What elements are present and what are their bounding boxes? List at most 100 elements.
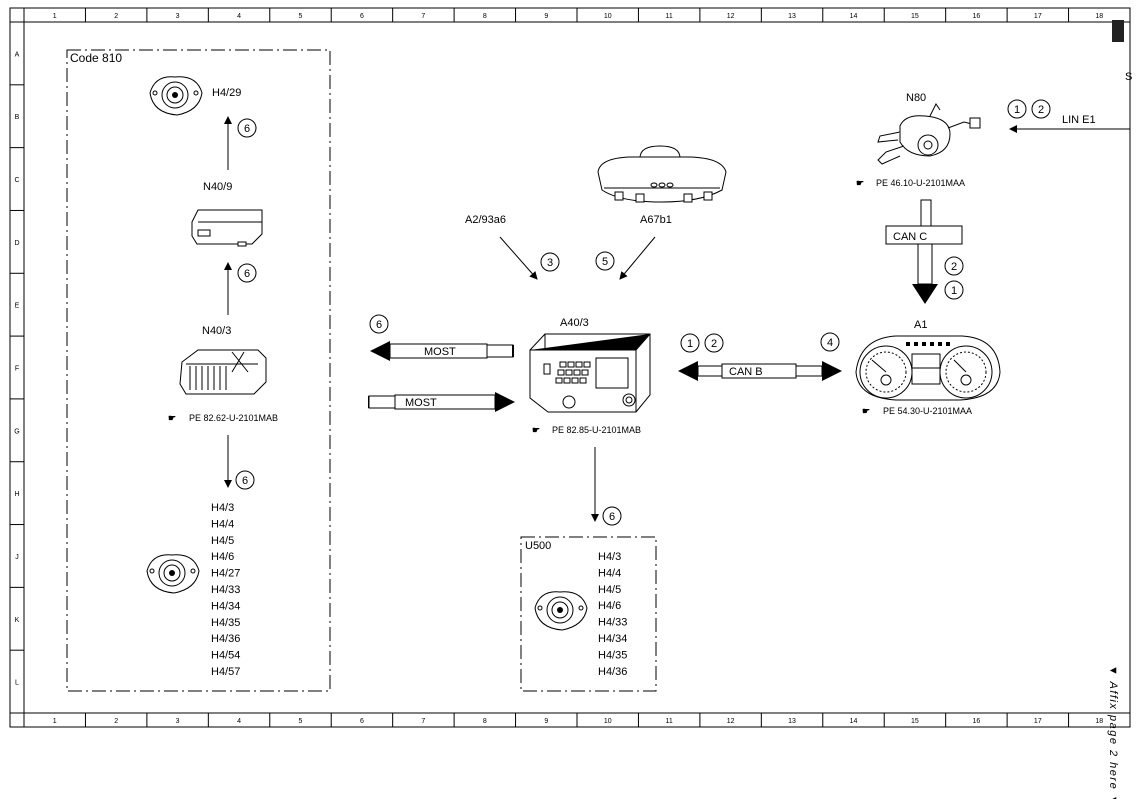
circle-badge xyxy=(602,506,622,526)
circle-number: 2 xyxy=(711,338,717,350)
circle-number: 1 xyxy=(1014,104,1020,116)
circle-number: 6 xyxy=(244,123,250,135)
speaker-label: H4/35 xyxy=(598,649,627,661)
column-label: 2 xyxy=(114,718,118,725)
speaker-label: H4/57 xyxy=(211,666,240,678)
steering-column-module-icon xyxy=(877,103,981,165)
speaker-icon xyxy=(149,76,203,116)
column-label: 7 xyxy=(421,718,425,725)
speaker-label: H4/34 xyxy=(598,633,627,645)
circle-badge xyxy=(235,470,255,490)
speaker-icon xyxy=(146,554,200,594)
can-c-label: CAN C xyxy=(893,231,927,243)
column-label: 3 xyxy=(176,718,180,725)
n40-9-label: N40/9 xyxy=(203,181,232,193)
circle-badge xyxy=(680,333,700,353)
circle-number: 1 xyxy=(951,285,957,297)
circle-number: 6 xyxy=(609,511,615,523)
speaker-label: H4/35 xyxy=(211,617,240,629)
can-c-bus xyxy=(885,199,963,304)
circle-badge xyxy=(237,263,257,283)
row-label: E xyxy=(15,303,20,310)
column-label: 16 xyxy=(972,13,980,20)
speaker-label: H4/33 xyxy=(598,617,627,629)
h4-29-label: H4/29 xyxy=(212,87,241,99)
speaker-label: H4/6 xyxy=(598,600,621,612)
column-label: 3 xyxy=(176,13,180,20)
can-b-label: CAN B xyxy=(729,366,763,378)
column-label: 8 xyxy=(483,718,487,725)
column-label: 16 xyxy=(972,718,980,725)
ref-hand-icon: ☛ xyxy=(862,406,870,416)
speaker-label: H4/4 xyxy=(211,518,234,530)
circle-number: 1 xyxy=(687,338,693,350)
column-label: 17 xyxy=(1034,13,1042,20)
most-output-bus xyxy=(370,341,514,361)
n80-label: N80 xyxy=(906,92,926,104)
a1-ref: PE 54.30-U-2101MAA xyxy=(883,406,972,416)
column-label: 15 xyxy=(911,13,919,20)
n80-ref: PE 46.10-U-2101MAA xyxy=(876,178,965,188)
ref-hand-icon: ☛ xyxy=(856,178,864,188)
column-label: 1 xyxy=(53,13,57,20)
column-label: 12 xyxy=(727,718,735,725)
column-label: 6 xyxy=(360,13,364,20)
circle-badge xyxy=(944,256,964,276)
circle-number: 4 xyxy=(827,337,833,349)
ref-hand-icon: ☛ xyxy=(532,425,540,435)
row-label: K xyxy=(15,617,20,624)
column-label: 14 xyxy=(850,13,858,20)
circle-badge xyxy=(704,333,724,353)
column-label: 2 xyxy=(114,13,118,20)
speaker-label: H4/36 xyxy=(598,666,627,678)
row-label: F xyxy=(15,366,19,373)
column-label: 10 xyxy=(604,13,612,20)
can-b-bus xyxy=(678,361,842,381)
instrument-cluster-icon xyxy=(855,335,1001,401)
arrow-a67-to-a40 xyxy=(619,236,656,280)
row-label: B xyxy=(15,114,20,121)
arrow-a2-to-a40 xyxy=(499,236,538,280)
left-speaker-list: H4/3H4/4H4/5H4/6H4/27H4/33H4/34H4/35H4/3… xyxy=(211,502,240,678)
circle-badge xyxy=(944,280,964,300)
circle-number: 2 xyxy=(951,261,957,273)
circle-number: 5 xyxy=(602,256,608,268)
column-label: 10 xyxy=(604,718,612,725)
circle-badge xyxy=(237,118,257,138)
row-label: J xyxy=(15,554,19,561)
column-label: 13 xyxy=(788,13,796,20)
u500-title: U500 xyxy=(525,540,551,552)
circle-number: 2 xyxy=(1038,104,1044,116)
lin-e1-label: LIN E1 xyxy=(1062,114,1096,126)
drawing-frame xyxy=(9,7,1131,728)
a40-3-label: A40/3 xyxy=(560,317,589,329)
speaker-label: H4/33 xyxy=(211,584,240,596)
a67b1-label: A67b1 xyxy=(640,214,672,226)
column-label: 14 xyxy=(850,718,858,725)
a2-93a6-label: A2/93a6 xyxy=(465,214,506,226)
ref-hand-icon: ☛ xyxy=(168,413,176,423)
a40-3-head-unit-icon xyxy=(529,333,651,413)
speaker-label: H4/34 xyxy=(211,600,240,612)
speaker-label: H4/27 xyxy=(211,568,240,580)
column-label: 15 xyxy=(911,718,919,725)
edge-mark: S xyxy=(1125,71,1132,83)
a1-label: A1 xyxy=(914,319,927,331)
most-input-bus xyxy=(368,392,515,412)
speaker-label: H4/3 xyxy=(211,502,234,514)
column-label: 11 xyxy=(666,13,673,20)
corner-tab xyxy=(1112,20,1124,42)
column-label: 11 xyxy=(666,718,673,725)
circle-badge xyxy=(1007,99,1027,119)
row-label: H xyxy=(14,491,19,498)
most-in-label: MOST xyxy=(405,397,437,409)
speaker-label: H4/4 xyxy=(598,567,621,579)
circle-badge xyxy=(1031,99,1051,119)
row-label: D xyxy=(14,240,19,247)
circle-badge xyxy=(540,252,560,272)
column-label: 1 xyxy=(53,718,57,725)
